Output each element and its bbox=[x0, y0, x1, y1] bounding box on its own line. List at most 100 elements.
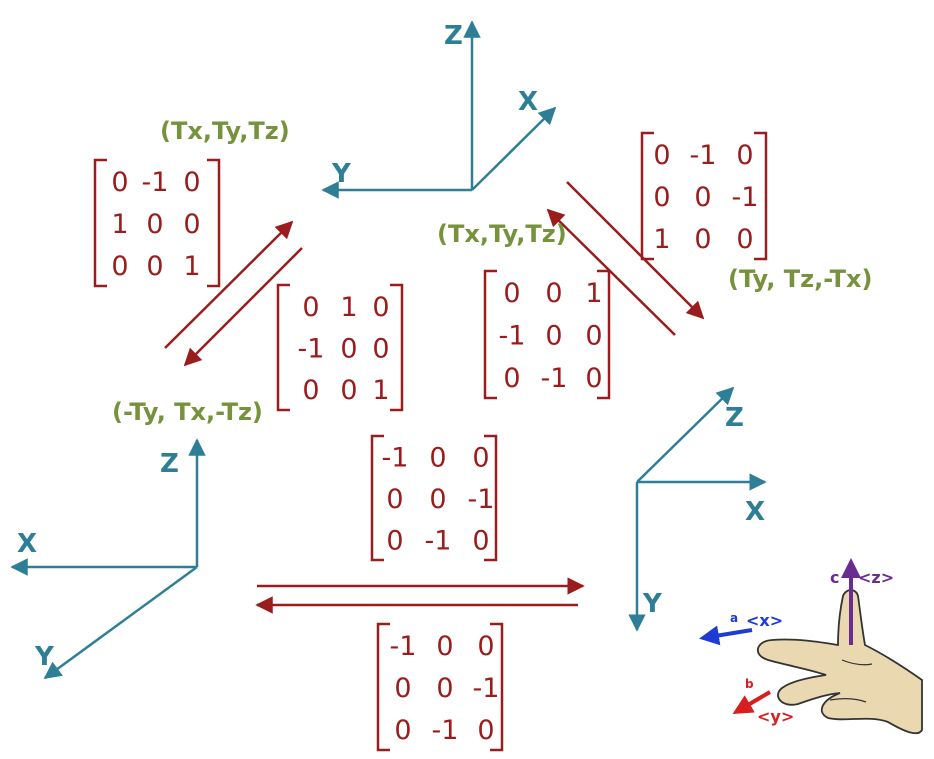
matrix-right-bracket bbox=[597, 269, 611, 400]
matrix-entry: -1 bbox=[382, 443, 409, 474]
matrix-entry: 0 bbox=[111, 251, 128, 282]
top-frame-z-label: Z bbox=[444, 21, 463, 51]
matrix-entry: 0 bbox=[429, 484, 446, 515]
matrix-entry: 0 bbox=[340, 334, 357, 365]
matrix-right-bracket bbox=[207, 158, 221, 288]
top-frame-x-axis bbox=[471, 106, 557, 191]
arrow-top-to-right bbox=[566, 181, 705, 320]
right-frame-z-label: Z bbox=[725, 403, 744, 433]
hand-y-label: <y> bbox=[757, 707, 794, 726]
matrix-entry: 0 bbox=[146, 251, 163, 282]
right-frame-z-axis bbox=[636, 386, 735, 483]
matrix-left-bracket bbox=[376, 622, 390, 752]
matrix-entry: 0 bbox=[372, 292, 389, 323]
matrix-right-bracket bbox=[484, 434, 498, 562]
matrix-entry: 0 bbox=[472, 443, 489, 474]
matrix-entry: 0 bbox=[436, 673, 453, 704]
tuple-center: (Tx,Ty,Tz) bbox=[437, 220, 567, 248]
matrix-entry: 0 bbox=[183, 167, 200, 198]
right-hand-illustration: a <x> b <y> c <z> bbox=[699, 558, 923, 735]
matrix-right-bracket bbox=[754, 131, 768, 261]
left-frame-y-axis bbox=[43, 565, 198, 680]
matrix-entry: -1 bbox=[473, 673, 500, 704]
matrix-left-bracket bbox=[93, 158, 107, 288]
matrix-entry: -1 bbox=[298, 334, 325, 365]
matrix-entry: -1 bbox=[425, 525, 452, 556]
tuple-right: (Ty, Tz,-Tx) bbox=[728, 265, 872, 293]
matrix-entry: -1 bbox=[499, 321, 526, 352]
tuple-top: (Tx,Ty,Tz) bbox=[160, 117, 290, 145]
top-frame bbox=[321, 20, 557, 199]
matrix-left-bracket bbox=[276, 283, 290, 412]
matrix-entry: 0 bbox=[694, 182, 711, 213]
matrix-entry: 1 bbox=[340, 292, 357, 323]
matrix-entry: 1 bbox=[372, 375, 389, 406]
matrix-entry: 1 bbox=[585, 278, 602, 309]
matrix-entry: 0 bbox=[302, 292, 319, 323]
matrix-entry: -1 bbox=[732, 182, 759, 213]
matrix-entry: 0 bbox=[340, 375, 357, 406]
matrix-entry: -1 bbox=[432, 715, 459, 746]
matrix-entry: 0 bbox=[386, 525, 403, 556]
matrix-entry: 0 bbox=[111, 167, 128, 198]
matrix-left-bracket bbox=[640, 131, 654, 261]
hand-x-letter: a bbox=[730, 611, 738, 625]
matrix-entry: 0 bbox=[653, 182, 670, 213]
matrix-entry: 1 bbox=[183, 251, 200, 282]
matrix-entry: 0 bbox=[653, 140, 670, 171]
top-frame-y-label: Y bbox=[331, 159, 352, 189]
matrix-entry: 0 bbox=[477, 715, 494, 746]
matrix-entry: 0 bbox=[545, 321, 562, 352]
matrix-entry: 0 bbox=[302, 375, 319, 406]
hand-z-label: <z> bbox=[858, 568, 894, 587]
hand-x-arrow bbox=[699, 625, 753, 646]
matrix-entry: 1 bbox=[111, 209, 128, 240]
matrix-entry: 0 bbox=[394, 715, 411, 746]
matrix-entry: 0 bbox=[477, 631, 494, 662]
top-frame-x-label: X bbox=[518, 87, 538, 117]
matrix-right-bracket bbox=[490, 622, 504, 752]
matrix-entry: 0 bbox=[386, 484, 403, 515]
matrix-entry: 0 bbox=[372, 334, 389, 365]
matrix-entry: -1 bbox=[142, 167, 169, 198]
matrix-right-bracket bbox=[390, 283, 404, 412]
matrix-entry: 0 bbox=[736, 140, 753, 171]
matrix-entry: 0 bbox=[545, 278, 562, 309]
tuple-left: (-Ty, Tx,-Tz) bbox=[112, 398, 263, 426]
hand-y-letter: b bbox=[745, 677, 754, 691]
hand-shape bbox=[757, 589, 923, 735]
arrow-top-to-left bbox=[183, 247, 303, 367]
matrix-left-bracket bbox=[370, 434, 384, 562]
matrix-entry: 0 bbox=[472, 525, 489, 556]
matrix-entry: 0 bbox=[436, 631, 453, 662]
matrix-entry: 0 bbox=[146, 209, 163, 240]
left-frame-x-label: X bbox=[17, 529, 37, 559]
arrow-right-to-top bbox=[546, 208, 676, 336]
matrix-entry: 0 bbox=[394, 673, 411, 704]
left-frame-y-label: Y bbox=[34, 642, 55, 672]
matrix-entry: 0 bbox=[429, 443, 446, 474]
matrix-entry: 0 bbox=[503, 278, 520, 309]
right-frame-y-label: Y bbox=[642, 589, 663, 619]
left-frame bbox=[10, 438, 206, 680]
matrix-entry: 0 bbox=[694, 224, 711, 255]
matrix-left-bracket bbox=[483, 269, 497, 400]
hand-z-letter: c bbox=[830, 568, 839, 587]
matrix-entry: -1 bbox=[468, 484, 495, 515]
matrix-entry: -1 bbox=[541, 363, 568, 394]
matrix-entry: -1 bbox=[390, 631, 417, 662]
right-frame-x-label: X bbox=[745, 497, 765, 527]
hand-y-arrow bbox=[732, 690, 772, 715]
matrix-entry: 0 bbox=[585, 321, 602, 352]
matrix-entry: 0 bbox=[503, 363, 520, 394]
matrix-entry: -1 bbox=[690, 140, 717, 171]
matrix-entry: 0 bbox=[736, 224, 753, 255]
arrow-left-to-top bbox=[164, 220, 294, 349]
